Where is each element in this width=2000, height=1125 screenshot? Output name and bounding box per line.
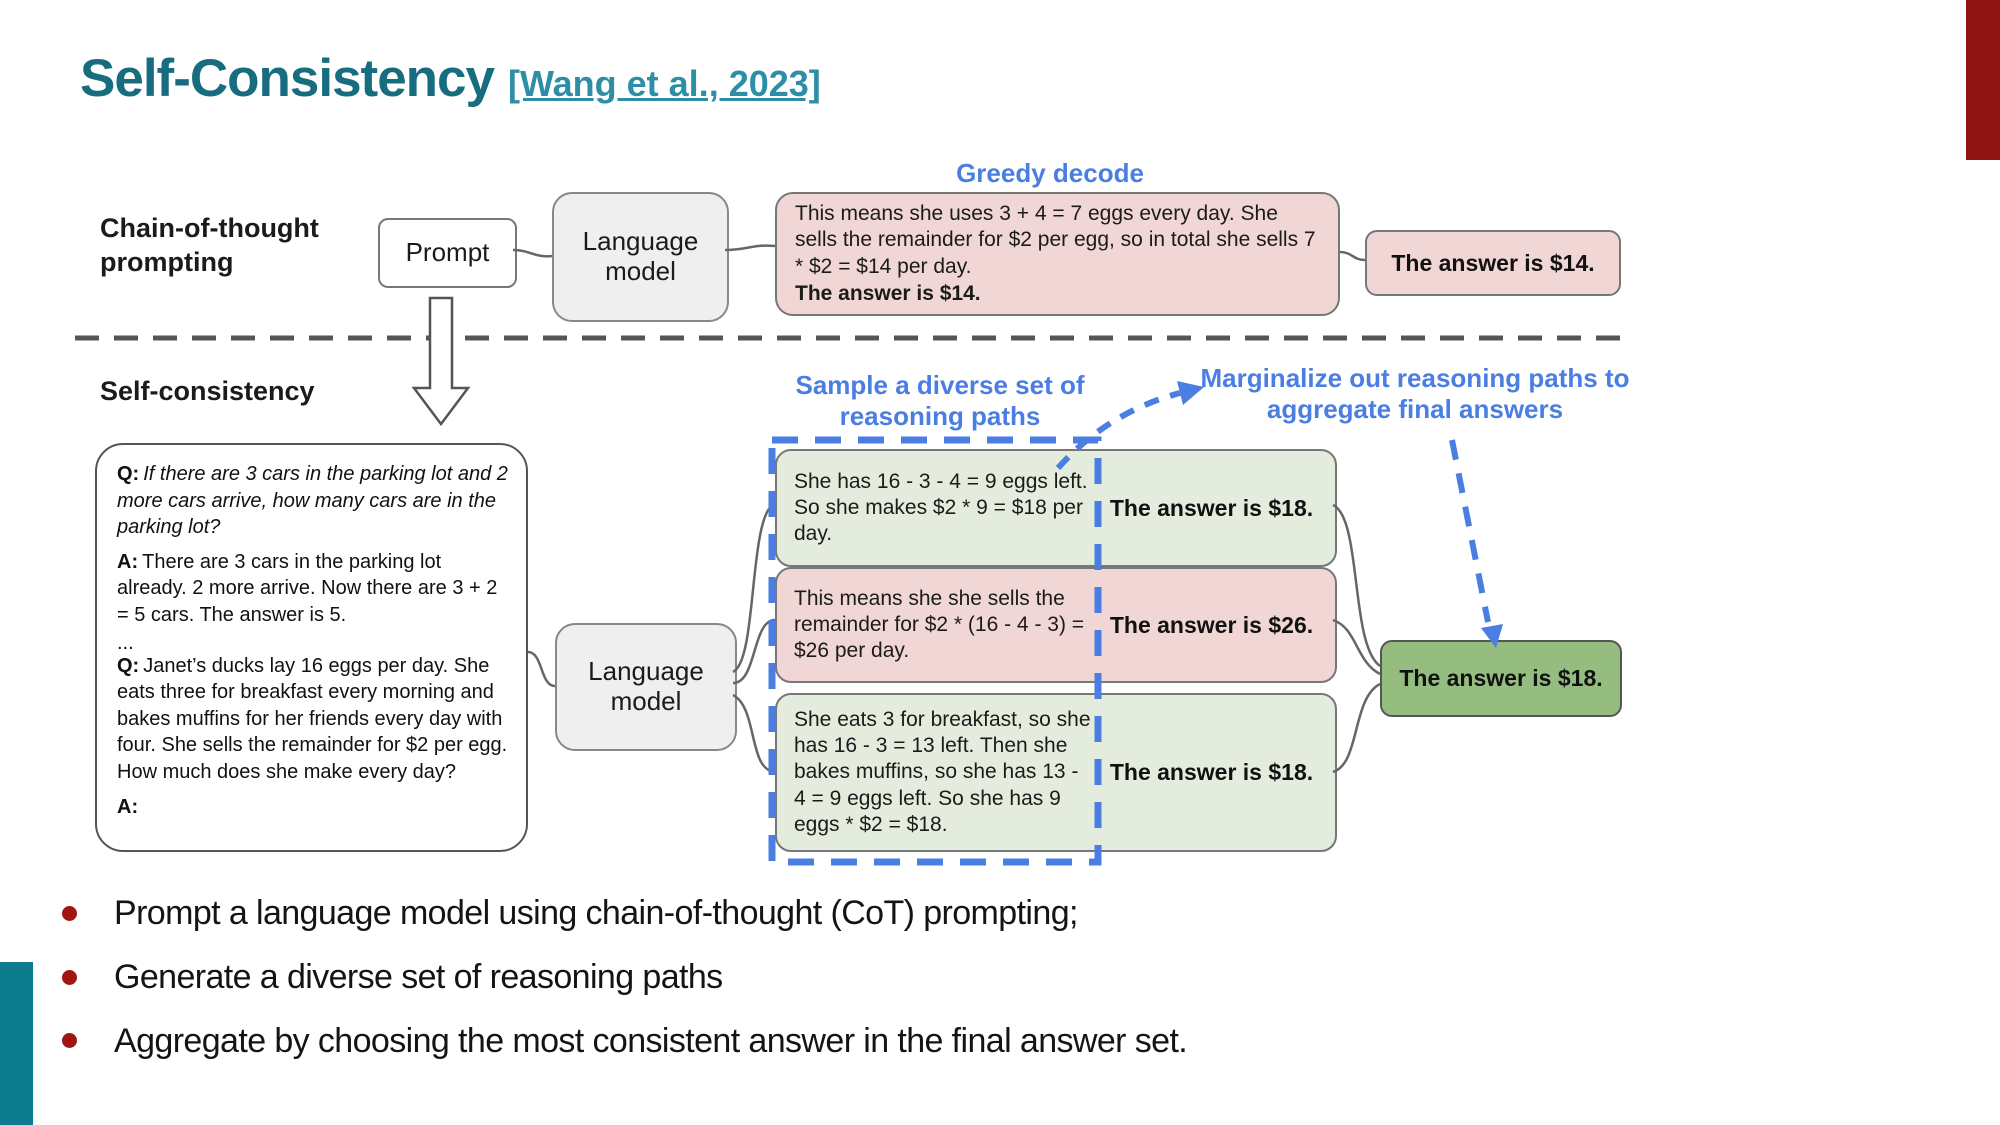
bullet-dot-icon <box>62 905 77 921</box>
cot-output-answer: The answer is $14. <box>795 281 981 305</box>
fewshot-prompt-box: Q:If there are 3 cars in the parking lot… <box>95 443 528 852</box>
marginalize-label: Marginalize out reasoning paths to aggre… <box>1200 363 1630 424</box>
title-row: Self-Consistency [Wang et al., 2023] <box>80 48 821 109</box>
q1-prefix: Q: <box>117 463 140 485</box>
sample-paths-label: Sample a diverse set of reasoning paths <box>795 370 1085 431</box>
cot-row-label: Chain-of-thought prompting <box>100 213 319 277</box>
language-model-node-top: Language model <box>552 192 729 322</box>
q1-text: If there are 3 cars in the parking lot a… <box>117 463 508 539</box>
q2-prefix: Q: <box>117 654 140 677</box>
greedy-decode-label: Greedy decode <box>956 158 1144 188</box>
qa-question-1: Q:If there are 3 cars in the parking lot… <box>117 461 510 541</box>
a1-prefix: A: <box>117 550 139 573</box>
page-title: Self-Consistency <box>80 49 495 108</box>
reasoning-path-3: She eats 3 for breakfast, so she has 16 … <box>775 693 1337 852</box>
qa-answer-1: A:There are 3 cars in the parking lot al… <box>117 549 510 629</box>
bullet-dot-icon <box>62 1033 77 1049</box>
q2-text: Janet’s ducks lay 16 eggs per day. She e… <box>117 654 508 783</box>
citation-link[interactable]: [Wang et al., 2023] <box>508 63 821 104</box>
corner-accent-red <box>1966 0 2000 160</box>
cot-output-body: This means she uses 3 + 4 = 7 eggs every… <box>795 201 1316 278</box>
cot-final-answer-chip: The answer is $14. <box>1365 230 1621 296</box>
a1-text: There are 3 cars in the parking lot alre… <box>117 550 498 626</box>
prompt-node: Prompt <box>378 218 517 288</box>
reasoning-path-2-text: This means she she sells the remainder f… <box>794 586 1085 663</box>
a2-prefix: A: <box>117 795 139 818</box>
reasoning-path-1-text: She has 16 - 3 - 4 = 9 eggs left. So she… <box>794 469 1088 546</box>
qa-question-2: Q:Janet’s ducks lay 16 eggs per day. She… <box>117 653 510 786</box>
qa-answer-2: A: <box>117 794 510 821</box>
bullet-text-1: Prompt a language model using chain-of-t… <box>114 894 1078 932</box>
reasoning-path-3-answer: The answer is $18. <box>1109 759 1314 785</box>
reasoning-path-3-text: She eats 3 for breakfast, so she has 16 … <box>794 708 1091 836</box>
language-model-node-bottom: Language model <box>555 623 737 751</box>
bullet-dot-icon <box>62 969 77 985</box>
reasoning-path-2: This means she she sells the remainder f… <box>775 567 1337 683</box>
corner-accent-teal <box>0 962 33 1125</box>
bullet-list: Prompt a language model using chain-of-t… <box>62 893 1842 1084</box>
reasoning-path-1: She has 16 - 3 - 4 = 9 eggs left. So she… <box>775 449 1337 567</box>
reasoning-path-2-answer: The answer is $26. <box>1109 611 1314 638</box>
bullet-item-3: Aggregate by choosing the most consisten… <box>62 1021 1842 1062</box>
bullet-item-2: Generate a diverse set of reasoning path… <box>62 957 1842 998</box>
bullet-text-3: Aggregate by choosing the most consisten… <box>114 1021 1188 1060</box>
aggregated-answer-chip: The answer is $18. <box>1380 640 1622 717</box>
cot-output-bubble: This means she uses 3 + 4 = 7 eggs every… <box>775 192 1340 316</box>
bullet-item-1: Prompt a language model using chain-of-t… <box>62 893 1842 934</box>
bullet-text-2: Generate a diverse set of reasoning path… <box>114 957 723 996</box>
down-arrow-icon <box>411 296 471 427</box>
aggregate-down-arrow-icon <box>1449 439 1503 648</box>
reasoning-path-1-answer: The answer is $18. <box>1109 494 1314 521</box>
qa-ellipsis: ... <box>117 631 134 654</box>
sc-row-label: Self-consistency <box>100 376 315 406</box>
